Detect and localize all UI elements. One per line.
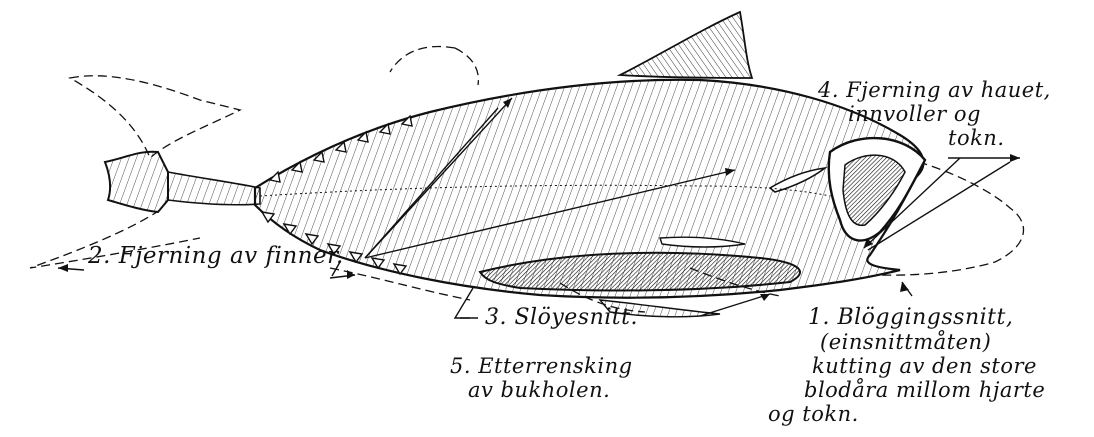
label-step-3-line: 3. Slöyesnitt. — [485, 306, 638, 330]
label-step-4-line: 4. Fjerning av hauet, — [818, 78, 1051, 102]
label-step-1-line: kutting av den store — [808, 354, 1045, 378]
label-step-2-line: 2. Fjerning av finner. — [88, 244, 344, 268]
label-step-1: 1. Blöggingssnitt, (einsnittmåten) kutti… — [808, 306, 1045, 426]
label-step-1-line: og tokn. — [768, 402, 1045, 426]
label-step-5: 5. Etterrensking av bukholen. — [450, 354, 633, 402]
dorsal-fin — [620, 12, 752, 78]
label-step-4: 4. Fjerning av hauet, innvoller og tokn. — [818, 78, 1051, 150]
label-step-2: 2. Fjerning av finner. — [88, 244, 344, 268]
label-step-3: 3. Slöyesnitt. — [485, 306, 638, 330]
label-step-5-line: 5. Etterrensking — [450, 354, 633, 378]
label-step-1-line: blodåra millom hjarte — [804, 378, 1045, 402]
tail — [105, 152, 260, 212]
label-step-1-line: 1. Blöggingssnitt, — [808, 306, 1045, 330]
head-cut — [829, 138, 925, 240]
label-step-5-line: av bukholen. — [450, 378, 633, 402]
label-step-4-line: tokn. — [818, 126, 1051, 150]
label-step-1-line: (einsnittmåten) — [808, 330, 1045, 354]
label-step-4-line: innvoller og — [818, 102, 1051, 126]
